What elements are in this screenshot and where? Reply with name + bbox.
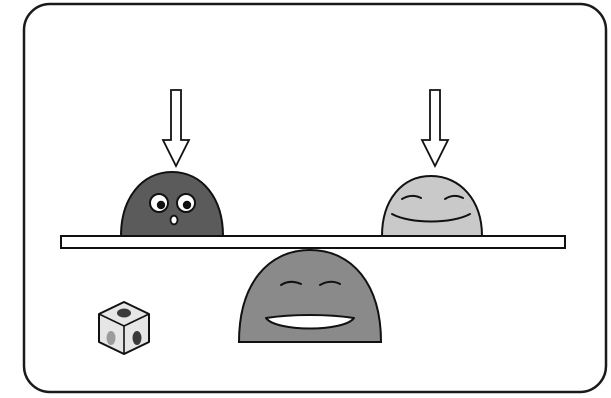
frame-border — [22, 2, 608, 394]
down-arrow-icon — [161, 89, 191, 169]
closed-eye-icon — [444, 194, 464, 200]
grin-mouth-icon — [265, 314, 355, 330]
light-stone-character — [380, 174, 484, 237]
smile-mouth-icon — [391, 213, 471, 223]
closed-eye-icon — [319, 280, 341, 286]
dark-stone-character — [119, 170, 225, 237]
down-arrow-icon — [420, 89, 450, 169]
fulcrum-stone-character — [237, 248, 383, 343]
surprised-eyes-icon — [149, 193, 196, 213]
open-mouth-icon — [169, 214, 179, 226]
closed-eye-icon — [280, 280, 302, 286]
balance-plank — [60, 235, 566, 249]
closed-eye-icon — [401, 194, 422, 200]
cube-icon — [98, 301, 150, 355]
